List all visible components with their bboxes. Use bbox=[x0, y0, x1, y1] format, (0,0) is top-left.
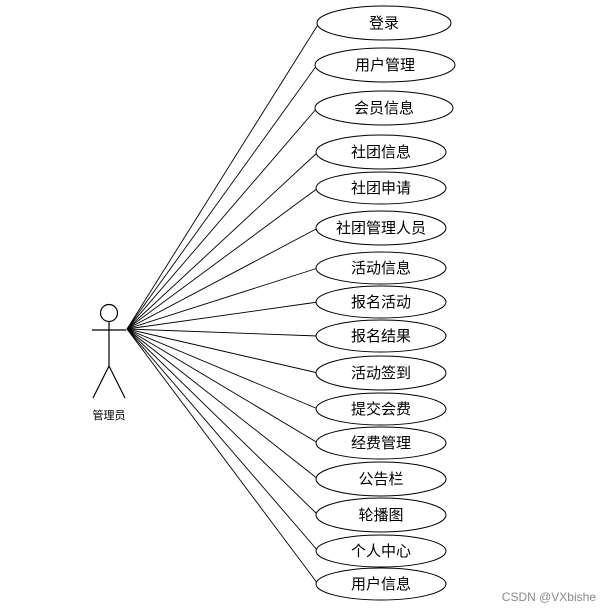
association-line-8 bbox=[126, 301, 319, 330]
use-case-8: 报名活动 bbox=[315, 285, 447, 319]
use-case-ellipse bbox=[315, 534, 447, 568]
association-line-6 bbox=[126, 227, 319, 330]
use-case-label: 会员信息 bbox=[354, 99, 414, 117]
use-case-label: 社团管理人员 bbox=[336, 219, 426, 237]
use-case-5: 社团申请 bbox=[315, 171, 447, 205]
use-case-label: 个人中心 bbox=[351, 542, 411, 560]
association-line-9 bbox=[126, 328, 319, 337]
use-case-label: 用户管理 bbox=[355, 56, 415, 74]
use-case-ellipse bbox=[315, 392, 447, 426]
actor-administrator: 管理员 bbox=[92, 303, 126, 422]
watermark: CSDN @VXbishe bbox=[501, 590, 596, 604]
use-case-ellipse bbox=[315, 251, 447, 285]
association-line-13 bbox=[126, 328, 319, 480]
use-case-12: 经费管理 bbox=[315, 426, 447, 460]
use-case-7: 活动信息 bbox=[315, 251, 447, 285]
use-case-3: 会员信息 bbox=[314, 90, 454, 126]
use-case-1: 登录 bbox=[316, 5, 452, 41]
use-case-4: 社团信息 bbox=[315, 134, 447, 170]
use-case-ellipse bbox=[315, 497, 447, 533]
association-line-4 bbox=[126, 151, 319, 330]
use-case-14: 轮播图 bbox=[315, 497, 447, 533]
association-line-15 bbox=[126, 328, 319, 552]
use-case-ellipse bbox=[315, 567, 447, 601]
association-line-2 bbox=[126, 64, 318, 330]
use-case-ellipse bbox=[315, 461, 447, 497]
use-case-list: 登录用户管理会员信息社团信息社团申请社团管理人员活动信息报名活动报名结果活动签到… bbox=[314, 5, 456, 601]
use-case-label: 提交会费 bbox=[351, 400, 411, 418]
use-case-2: 用户管理 bbox=[314, 47, 456, 83]
use-case-ellipse bbox=[314, 47, 456, 83]
use-case-ellipse bbox=[315, 426, 447, 460]
use-case-ellipse bbox=[315, 210, 447, 246]
use-case-ellipse bbox=[315, 134, 447, 170]
association-line-3 bbox=[126, 107, 318, 330]
association-line-12 bbox=[126, 328, 319, 444]
use-case-label: 活动信息 bbox=[351, 259, 411, 277]
use-case-label: 社团信息 bbox=[351, 143, 411, 161]
actor-label: 管理员 bbox=[93, 408, 126, 422]
association-line-1 bbox=[126, 22, 320, 330]
use-case-ellipse bbox=[315, 319, 447, 353]
actor-right-leg bbox=[108, 365, 126, 399]
actor-left-leg bbox=[92, 365, 110, 399]
use-case-ellipse bbox=[315, 171, 447, 205]
association-line-11 bbox=[126, 328, 319, 410]
use-case-label: 轮播图 bbox=[358, 506, 403, 524]
use-case-9: 报名结果 bbox=[315, 319, 447, 353]
use-case-label: 社团申请 bbox=[351, 179, 411, 197]
use-case-label: 经费管理 bbox=[351, 434, 411, 452]
use-case-label: 报名活动 bbox=[351, 293, 411, 311]
actor-head bbox=[99, 303, 119, 323]
use-case-6: 社团管理人员 bbox=[315, 210, 447, 246]
use-case-label: 公告栏 bbox=[358, 470, 403, 488]
use-case-15: 个人中心 bbox=[315, 534, 447, 568]
association-line-16 bbox=[126, 328, 319, 585]
use-case-ellipse bbox=[315, 355, 447, 391]
use-case-label: 活动签到 bbox=[351, 364, 411, 382]
association-line-5 bbox=[126, 187, 319, 330]
association-line-14 bbox=[126, 328, 319, 516]
use-case-16: 用户信息 bbox=[315, 567, 447, 601]
use-case-11: 提交会费 bbox=[315, 392, 447, 426]
association-line-10 bbox=[126, 328, 319, 374]
use-case-label: 用户信息 bbox=[351, 575, 411, 593]
association-line-7 bbox=[126, 267, 319, 330]
use-case-13: 公告栏 bbox=[315, 461, 447, 497]
use-case-10: 活动签到 bbox=[315, 355, 447, 391]
use-case-ellipse bbox=[314, 90, 454, 126]
use-case-label: 报名结果 bbox=[351, 327, 411, 345]
association-lines bbox=[126, 22, 320, 585]
use-case-ellipse bbox=[315, 285, 447, 319]
use-case-ellipse bbox=[316, 5, 452, 41]
use-case-label: 登录 bbox=[369, 14, 399, 32]
